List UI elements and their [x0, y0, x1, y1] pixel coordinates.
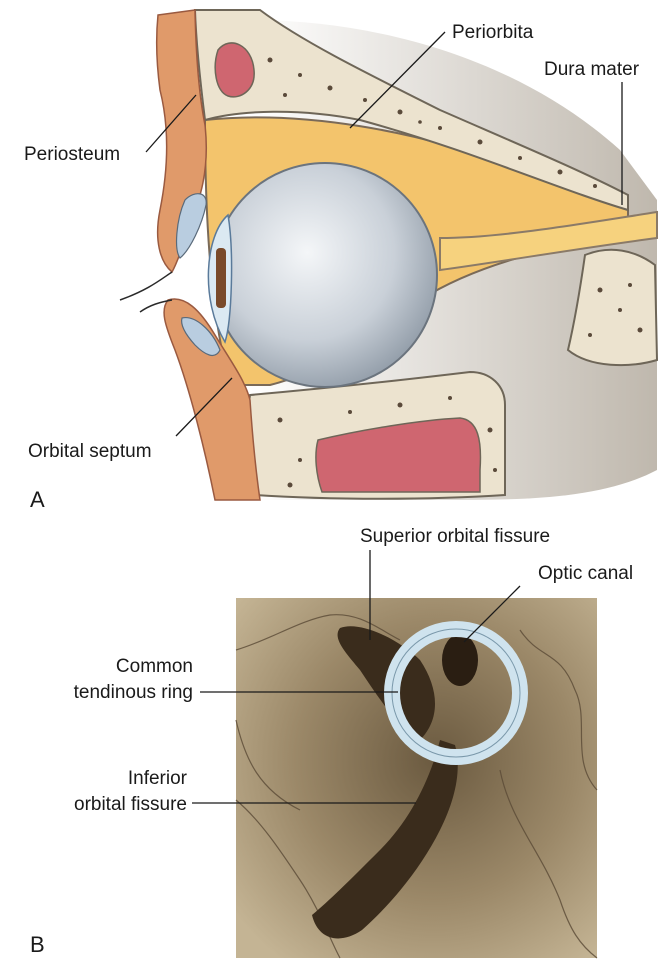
optic-nerve	[439, 210, 658, 272]
label-common-tendinous-ring-line1: Common	[116, 656, 193, 677]
bone-trabeculae	[267, 57, 643, 488]
common-tendinous-ring-outline	[391, 628, 521, 758]
lower-tarsal-plate	[181, 317, 221, 357]
label-inferior-orbital-fissure-line1: Inferior	[128, 768, 188, 789]
periosteum-leader	[145, 94, 197, 153]
label-optic-canal: Optic canal	[538, 563, 633, 584]
maxillary-sinus	[315, 417, 482, 493]
label-dura-mater: Dura mater	[544, 59, 640, 80]
orbital-septum-leader	[175, 377, 233, 437]
inferior-orbital-fissure-shape	[312, 740, 458, 939]
periorbita-leader	[349, 31, 446, 129]
bone-sutures	[235, 614, 598, 959]
panel-letter-b: B	[30, 932, 45, 957]
frontal-sinus	[214, 42, 255, 98]
label-orbital-septum: Orbital septum	[28, 441, 152, 462]
label-inferior-orbital-fissure-line2: orbital fissure	[74, 794, 187, 815]
eyelashes	[119, 271, 173, 313]
label-periorbita: Periorbita	[452, 22, 534, 43]
label-superior-orbital-fissure: Superior orbital fissure	[360, 526, 550, 547]
eyeball	[212, 162, 438, 388]
panel-b-illustration	[235, 598, 598, 959]
optic-canal-shape	[442, 634, 478, 686]
label-periosteum: Periosteum	[24, 144, 120, 165]
iris	[216, 248, 226, 308]
panel-letter-a: A	[30, 487, 45, 512]
upper-tarsal-plate	[175, 193, 207, 259]
optic-canal-leader	[463, 585, 521, 643]
panel-a-illustration	[119, 9, 659, 501]
label-common-tendinous-ring-line2: tendinous ring	[74, 682, 193, 703]
